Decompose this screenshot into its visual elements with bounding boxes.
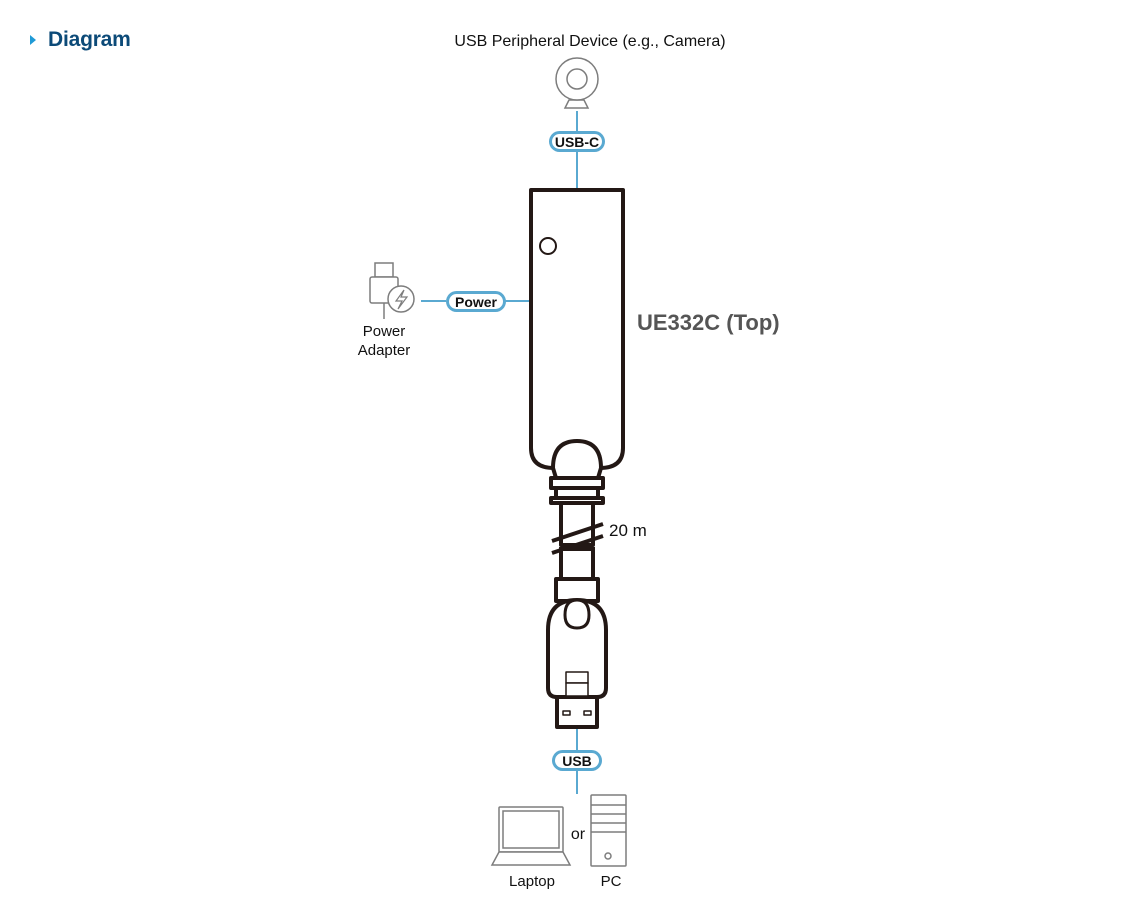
usb-c-label: USB-C xyxy=(555,134,599,150)
cable-strain-relief xyxy=(549,439,605,547)
power-adapter-icon xyxy=(369,262,415,319)
usb-peripheral-label: USB Peripheral Device (e.g., Camera) xyxy=(454,33,725,50)
product-label: UE332C (Top) xyxy=(637,310,780,335)
usb-label: USB xyxy=(562,753,592,769)
pc-tower-icon xyxy=(590,794,627,867)
cable-length-label: 20 m xyxy=(609,521,647,540)
laptop-icon xyxy=(490,806,572,866)
cable-segment-lower xyxy=(559,547,595,581)
power-adapter-label-line1: Power xyxy=(363,323,406,340)
usb-a-plug xyxy=(546,577,608,729)
device-led-indicator xyxy=(539,237,557,255)
or-label: or xyxy=(571,826,586,843)
usb-connector-badge: USB xyxy=(552,750,602,771)
power-label: Power xyxy=(455,294,498,310)
pc-label: PC xyxy=(601,873,622,890)
heading-arrow-icon xyxy=(30,35,36,45)
webcam-icon xyxy=(555,57,599,109)
section-heading: Diagram xyxy=(30,28,131,52)
power-adapter-label-line2: Adapter xyxy=(358,342,411,359)
laptop-label: Laptop xyxy=(509,873,555,890)
usb-c-connector-badge: USB-C xyxy=(549,131,605,152)
heading-title: Diagram xyxy=(48,28,131,51)
ue332c-device-body xyxy=(529,188,625,470)
power-connector-badge: Power xyxy=(446,291,506,312)
